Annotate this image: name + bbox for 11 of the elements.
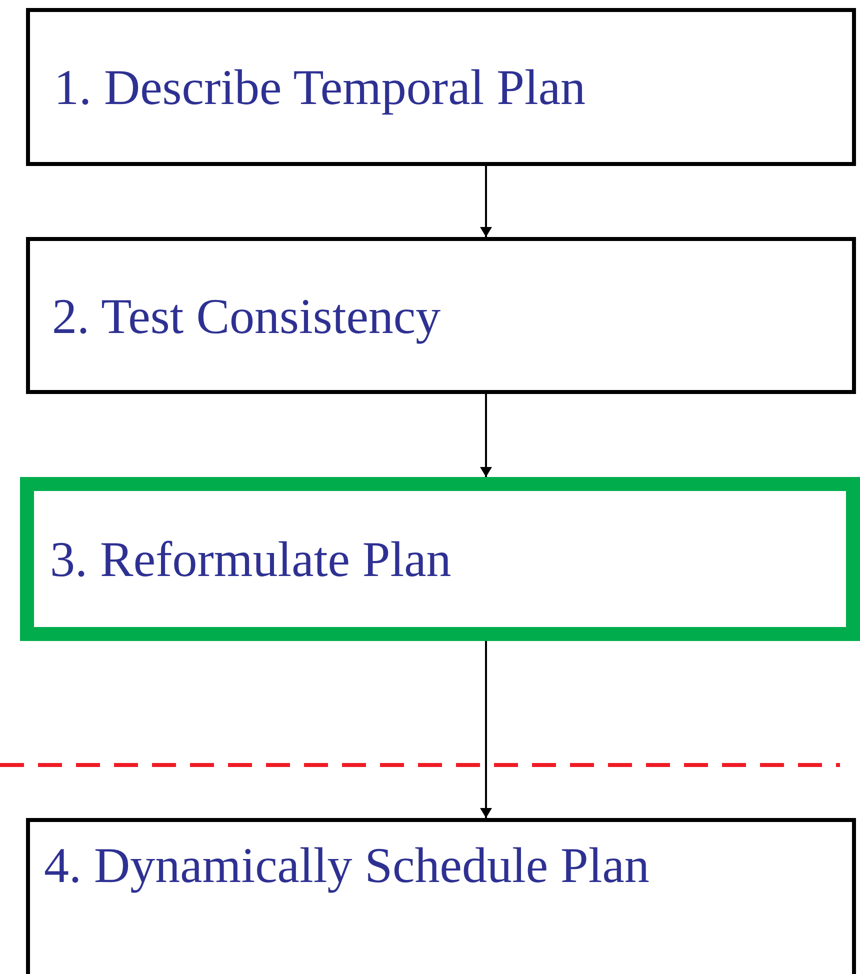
arrow (480, 641, 492, 818)
step-label: 1. Describe Temporal Plan (54, 58, 586, 116)
arrow (480, 394, 492, 477)
step-label: 2. Test Consistency (52, 286, 441, 344)
process-box (26, 8, 856, 166)
process-box (26, 237, 856, 394)
step-label: 4. Dynamically Schedule Plan (44, 836, 650, 894)
arrow (480, 166, 492, 237)
step-label: 3. Reformulate Plan (50, 530, 452, 588)
process-box (20, 477, 860, 641)
process-box (26, 818, 856, 974)
